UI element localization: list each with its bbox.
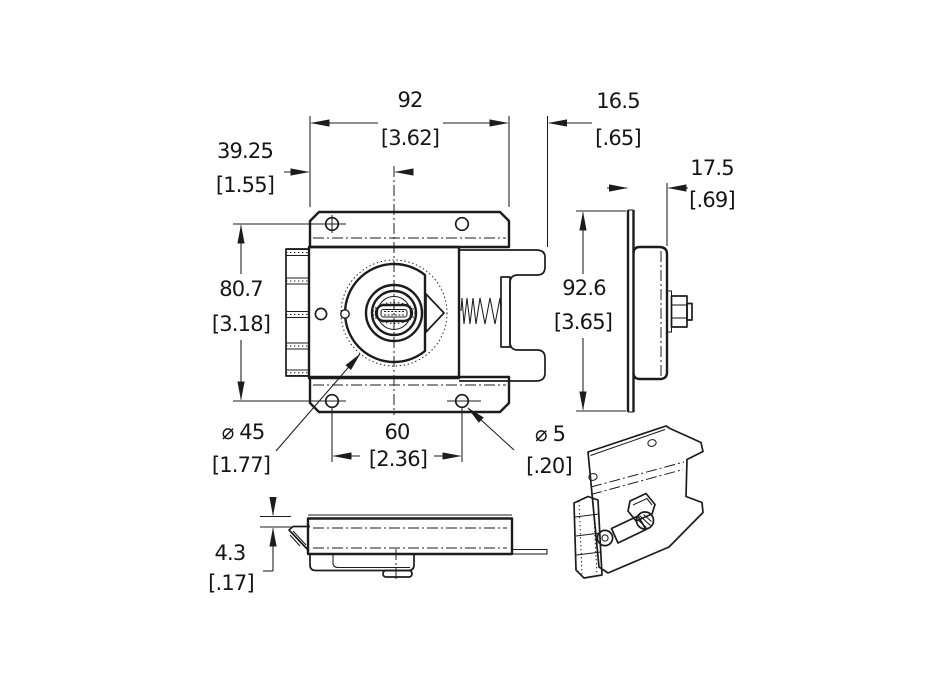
body-hole xyxy=(314,307,328,321)
serrated-strip xyxy=(285,248,310,377)
dim-hole-span-horizontal-inch: [2.36] xyxy=(369,447,427,471)
cam-pointer-triangle xyxy=(425,293,445,333)
hook-plate xyxy=(459,249,546,382)
top-flange xyxy=(308,210,511,249)
iso-hole-left xyxy=(588,473,598,481)
key-slot xyxy=(374,303,414,323)
dim-hook-extension-inch: [.65] xyxy=(595,126,641,150)
dim-flange-width-inch: [3.62] xyxy=(381,126,439,150)
dim-hole-span-vertical: 80.7 [3.18] xyxy=(212,223,346,402)
dim-center-offset: 39.25 [1.55] xyxy=(216,139,414,197)
dim-hole-span-horizontal-mm: 60 xyxy=(384,420,409,444)
cam-rotation-outline xyxy=(340,259,448,367)
dim-cam-diameter: ⌀ 45 [1.77] xyxy=(212,353,361,477)
bottom-view xyxy=(288,514,548,581)
bottom-body xyxy=(306,517,514,556)
dim-latch-lip-offset: 4.3 [.17] xyxy=(208,497,291,595)
latch-pawl xyxy=(288,525,310,552)
dim-flange-width: 92 [3.62] xyxy=(309,88,510,207)
dim-hole-diameter: ⌀ 5 [.20] xyxy=(467,407,573,478)
mount-hole-top-right xyxy=(454,216,470,232)
spring-seat-plate xyxy=(500,276,511,348)
iso-latch-mechanism xyxy=(596,492,656,547)
front-view xyxy=(285,166,546,415)
dim-bracket-height-inch: [3.65] xyxy=(554,310,612,334)
iso-hole-right xyxy=(647,439,657,447)
side-view xyxy=(626,209,693,413)
cam-notch xyxy=(340,309,350,319)
iso-serrated-strip xyxy=(573,495,603,579)
iso-plate xyxy=(587,425,704,574)
lock-body xyxy=(307,245,461,380)
dim-flange-width-mm: 92 xyxy=(397,88,422,112)
iso-pivot-pin xyxy=(596,529,614,547)
dim-cam-diameter-mm: ⌀ 45 xyxy=(222,420,265,444)
dim-cam-diameter-inch: [1.77] xyxy=(212,453,270,477)
dim-hole-span-horizontal: 60 [2.36] xyxy=(331,408,463,471)
dim-bracket-height: 92.6 [3.65] xyxy=(554,210,626,412)
isometric-view xyxy=(573,425,704,579)
bottom-flange xyxy=(308,375,511,414)
dim-hole-span-vertical-inch: [3.18] xyxy=(212,312,270,336)
dim-hole-diameter-mm: ⌀ 5 xyxy=(535,422,565,446)
key-cylinder xyxy=(364,283,424,343)
dimension-annotations: 92 [3.62] 39.25 [1.55] 16.5 [.65] 17.5 [… xyxy=(208,88,736,595)
dim-body-depth-inch: [.69] xyxy=(689,188,735,212)
side-cylinder xyxy=(666,290,693,333)
dim-center-offset-mm: 39.25 xyxy=(217,139,273,163)
dim-body-depth-mm: 17.5 xyxy=(690,156,734,180)
dim-latch-lip-offset-inch: [.17] xyxy=(208,571,254,595)
bottom-housing xyxy=(309,554,415,572)
dim-hook-extension-mm: 16.5 xyxy=(596,89,640,113)
dim-hook-extension: 16.5 [.65] xyxy=(546,89,642,247)
dim-bracket-height-mm: 92.6 xyxy=(562,276,606,300)
dim-center-offset-inch: [1.55] xyxy=(216,173,274,197)
hook-plate-edge xyxy=(511,548,548,555)
spring xyxy=(460,297,502,325)
dim-hole-span-vertical-mm: 80.7 xyxy=(219,277,263,301)
side-body xyxy=(632,245,669,381)
dim-latch-lip-offset-mm: 4.3 xyxy=(215,541,246,565)
bottom-boss xyxy=(382,569,413,578)
dim-hole-diameter-inch: [.20] xyxy=(526,454,572,478)
dim-body-depth: 17.5 [.69] xyxy=(607,156,736,246)
